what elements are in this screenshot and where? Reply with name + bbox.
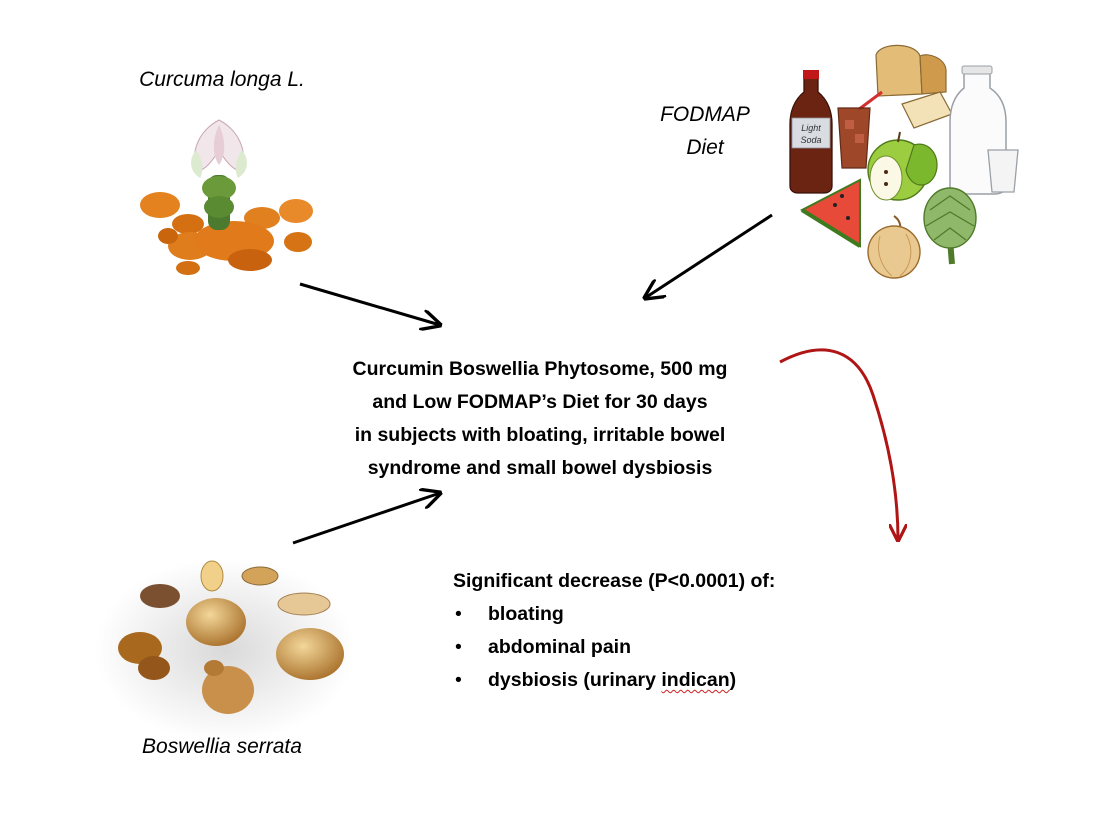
- center-to-results-arrow: [779, 348, 898, 540]
- treatment-line-1: Curcumin Boswellia Phytosome, 500 mg: [352, 358, 728, 380]
- result-item-bloating: bloating: [453, 598, 873, 631]
- soda-label-soda: Soda: [800, 135, 821, 145]
- curcuma-label: Curcuma longa L.: [139, 68, 305, 91]
- result-item-dysbiosis: dysbiosis (urinary indican): [453, 664, 873, 697]
- boswellia-label: Boswellia serrata: [142, 735, 302, 758]
- curcuma-illustration: [140, 119, 313, 275]
- fodmap-label-line2: Diet: [686, 136, 724, 159]
- fodmap-foods-illustration: Light Soda: [789, 44, 1019, 279]
- treatment-line-3: in subjects with bloating, irritable bow…: [354, 424, 726, 446]
- result-item-dysbiosis-suffix: ): [729, 669, 737, 691]
- soda-label-light: Light: [801, 123, 821, 133]
- boswellia-to-center-arrow: [292, 493, 440, 545]
- treatment-line-2: and Low FODMAP’s Diet for 30 days: [372, 391, 708, 413]
- treatment-description: Curcumin Boswellia Phytosome, 500 mg and…: [300, 353, 780, 485]
- result-item-abdominal-pain: abdominal pain: [453, 631, 873, 664]
- results-list: bloating abdominal pain dysbiosis (urina…: [453, 598, 873, 697]
- result-item-dysbiosis-prefix: dysbiosis (urinary: [488, 669, 662, 691]
- boswellia-illustration: [95, 558, 355, 742]
- indican-word: indican: [661, 669, 730, 691]
- curcuma-to-center-arrow: [299, 282, 440, 325]
- fodmap-to-center-arrow: [645, 213, 773, 298]
- results-block: Significant decrease (P<0.0001) of: bloa…: [453, 565, 873, 697]
- fodmap-label-line1: FODMAP: [660, 103, 750, 126]
- results-heading: Significant decrease (P<0.0001) of:: [453, 570, 776, 592]
- fodmap-diet-label: FODMAP Diet: [650, 98, 760, 164]
- treatment-line-4: syndrome and small bowel dysbiosis: [367, 457, 713, 479]
